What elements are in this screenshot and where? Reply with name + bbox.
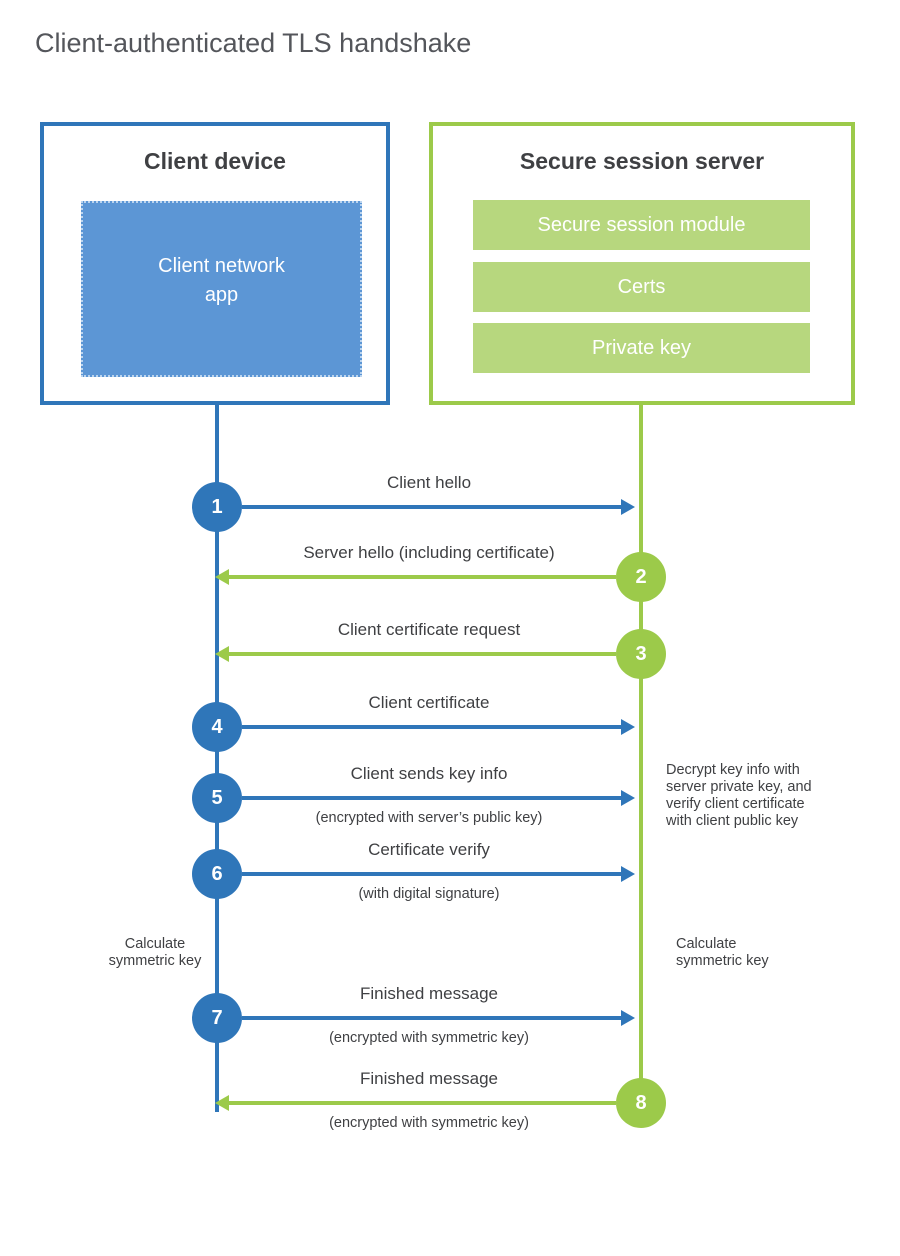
step-6-certificate-verify: 6 Certificate verify (with digital signa… <box>192 824 666 924</box>
arrow-left-head-icon <box>215 646 229 662</box>
server-module-certs: Certs <box>473 262 810 312</box>
client-device-box: Client device Client network app <box>40 122 390 405</box>
message-label: Server hello (including certificate) <box>303 543 555 562</box>
message-sublabel: (encrypted with server’s public key) <box>315 810 543 826</box>
message-sublabel: (encrypted with symmetric key) <box>329 1030 529 1046</box>
message-label: Client certificate <box>368 693 490 712</box>
step-number-badge: 2 <box>616 552 666 602</box>
step-1-client-hello: 1 Client hello <box>192 457 666 557</box>
client-lifeline <box>215 405 219 1112</box>
secure-session-server-title: Secure session server <box>519 148 765 174</box>
message-label: Certificate verify <box>368 840 490 859</box>
arrow-left-head-icon <box>215 569 229 585</box>
message-label: Client certificate request <box>337 620 521 639</box>
client-network-app-label: Client network app <box>158 255 285 306</box>
arrow-right-head-icon <box>621 866 635 882</box>
page-title: Client-authenticated TLS handshake <box>35 28 472 58</box>
step-7-finished-message: 7 Finished message (encrypted with symme… <box>192 968 666 1068</box>
step-3-client-certificate-request: 3 Client certificate request <box>192 604 666 704</box>
calculate-symmetric-key-note-server: Calculate symmetric key <box>676 936 769 969</box>
step-8-finished-message: 8 Finished message (encrypted with symme… <box>192 1053 666 1153</box>
client-device-title: Client device <box>144 148 286 174</box>
server-module-secure-session: Secure session module <box>473 200 810 250</box>
arrow-right-shaft <box>242 505 621 509</box>
step-5-client-sends-key-info: 5 Client sends key info (encrypted with … <box>192 748 666 848</box>
step-2-server-hello: 2 Server hello (including certificate) <box>192 527 666 627</box>
message-label: Finished message <box>360 1069 498 1088</box>
step-number-badge: 6 <box>192 849 242 899</box>
step-number-badge: 7 <box>192 993 242 1043</box>
arrow-right-head-icon <box>621 719 635 735</box>
arrow-right-head-icon <box>621 1010 635 1026</box>
arrow-right-shaft <box>242 1016 621 1020</box>
step-number-badge: 8 <box>616 1078 666 1128</box>
message-label: Client sends key info <box>350 764 508 783</box>
message-label: Finished message <box>360 984 498 1003</box>
server-lifeline <box>639 405 643 1112</box>
server-module-private-key: Private key <box>473 323 810 373</box>
message-sublabel: (encrypted with symmetric key) <box>329 1115 529 1131</box>
step-number-badge: 1 <box>192 482 242 532</box>
secure-session-server-box: Secure session server Secure session mod… <box>429 122 855 405</box>
step-number-badge: 4 <box>192 702 242 752</box>
arrow-right-shaft <box>242 725 621 729</box>
client-network-app-module: Client network app <box>81 201 362 377</box>
arrow-left-shaft <box>229 575 616 579</box>
arrow-right-head-icon <box>621 499 635 515</box>
message-label: Client hello <box>386 473 472 492</box>
calculate-symmetric-key-note-client: Calculate symmetric key <box>108 936 202 969</box>
step-number-badge: 5 <box>192 773 242 823</box>
arrow-right-shaft <box>242 796 621 800</box>
arrow-right-shaft <box>242 872 621 876</box>
message-sublabel: (with digital signature) <box>358 886 500 902</box>
arrow-right-head-icon <box>621 790 635 806</box>
step-4-client-certificate: 4 Client certificate <box>192 677 666 777</box>
step-number-badge: 3 <box>616 629 666 679</box>
arrow-left-shaft <box>229 652 616 656</box>
arrow-left-shaft <box>229 1101 616 1105</box>
arrow-left-head-icon <box>215 1095 229 1111</box>
decrypt-key-info-note: Decrypt key info with server private key… <box>666 762 812 829</box>
